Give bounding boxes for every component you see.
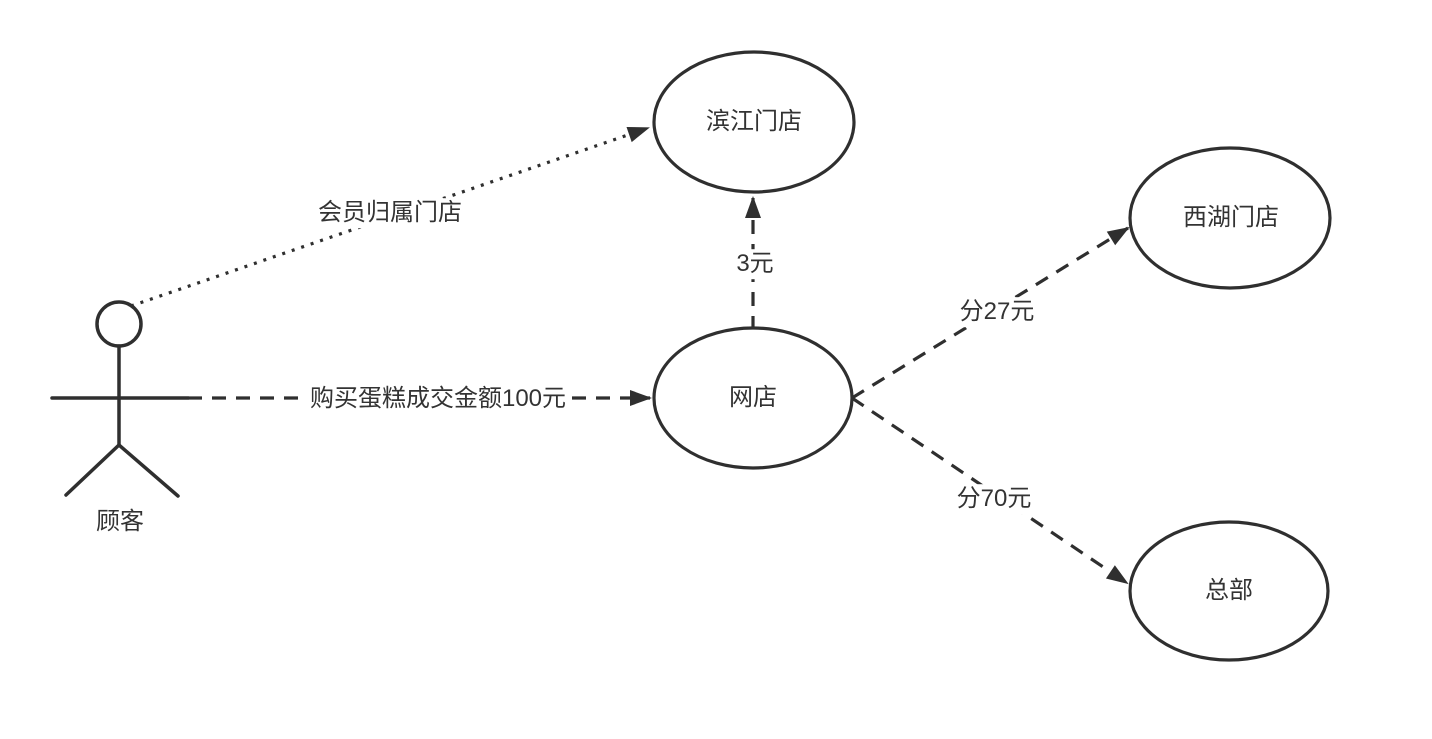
node-headquarters[interactable] <box>1128 520 1330 662</box>
edge-label-purchase-amount: 购买蛋糕成交金额100元 <box>305 384 571 414</box>
node-label-headquarters: 总部 <box>1205 577 1253 605</box>
edge-online-headquarters[interactable] <box>851 396 1129 585</box>
actor-figure-icon[interactable] <box>50 300 190 498</box>
actor-legs <box>64 442 180 498</box>
node-binjiang-store[interactable] <box>652 50 856 194</box>
edge-label-split-27yuan: 分27元 <box>955 297 1039 327</box>
edge-online-xihu[interactable] <box>851 226 1130 400</box>
node-label-online-store: 网店 <box>729 384 777 412</box>
edge-label-3yuan: 3元 <box>732 249 778 279</box>
node-label-binjiang-store: 滨江门店 <box>706 108 802 136</box>
actor-head <box>95 300 143 348</box>
actor-label: 顾客 <box>96 508 144 536</box>
node-xihu-store[interactable] <box>1128 146 1332 290</box>
node-online-store[interactable] <box>652 326 854 470</box>
edge-customer-binjiang[interactable] <box>130 126 650 308</box>
edge-label-member-store: 会员归属门店 <box>314 198 466 228</box>
edge-label-split-70yuan: 分70元 <box>952 484 1036 514</box>
node-label-xihu-store: 西湖门店 <box>1183 204 1279 232</box>
